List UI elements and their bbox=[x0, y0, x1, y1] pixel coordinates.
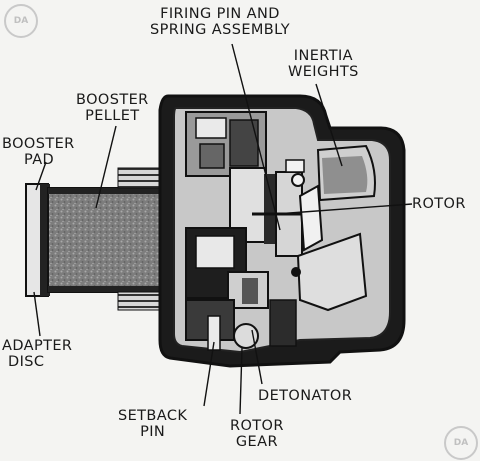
label-adapter-disc: ADAPTER DISC bbox=[2, 338, 73, 370]
label-booster-pellet: BOOSTER PELLET bbox=[76, 92, 149, 124]
adapter-disc bbox=[25, 183, 50, 297]
inertia-weights bbox=[285, 144, 376, 312]
setback-pin-shape bbox=[207, 315, 221, 351]
label-booster-pad: BOOSTER PAD bbox=[2, 136, 75, 168]
leader-lines bbox=[33, 43, 413, 415]
thread-top bbox=[117, 167, 163, 189]
watermark-logo-bottom: DA bbox=[444, 426, 478, 460]
label-firing-pin: FIRING PIN AND SPRING ASSEMBLY bbox=[150, 6, 290, 38]
upper-mechanism bbox=[185, 111, 267, 177]
label-setback-pin: SETBACK PIN bbox=[118, 408, 188, 440]
label-rotor-gear: ROTOR GEAR bbox=[230, 418, 284, 450]
firing-pin-spring bbox=[298, 184, 324, 252]
thread-bottom bbox=[117, 291, 163, 311]
label-detonator: DETONATOR bbox=[258, 388, 353, 404]
label-rotor: ROTOR bbox=[412, 196, 466, 212]
label-inertia-weights: INERTIA WEIGHTS bbox=[288, 48, 359, 80]
watermark-logo-top: DA bbox=[4, 4, 38, 38]
